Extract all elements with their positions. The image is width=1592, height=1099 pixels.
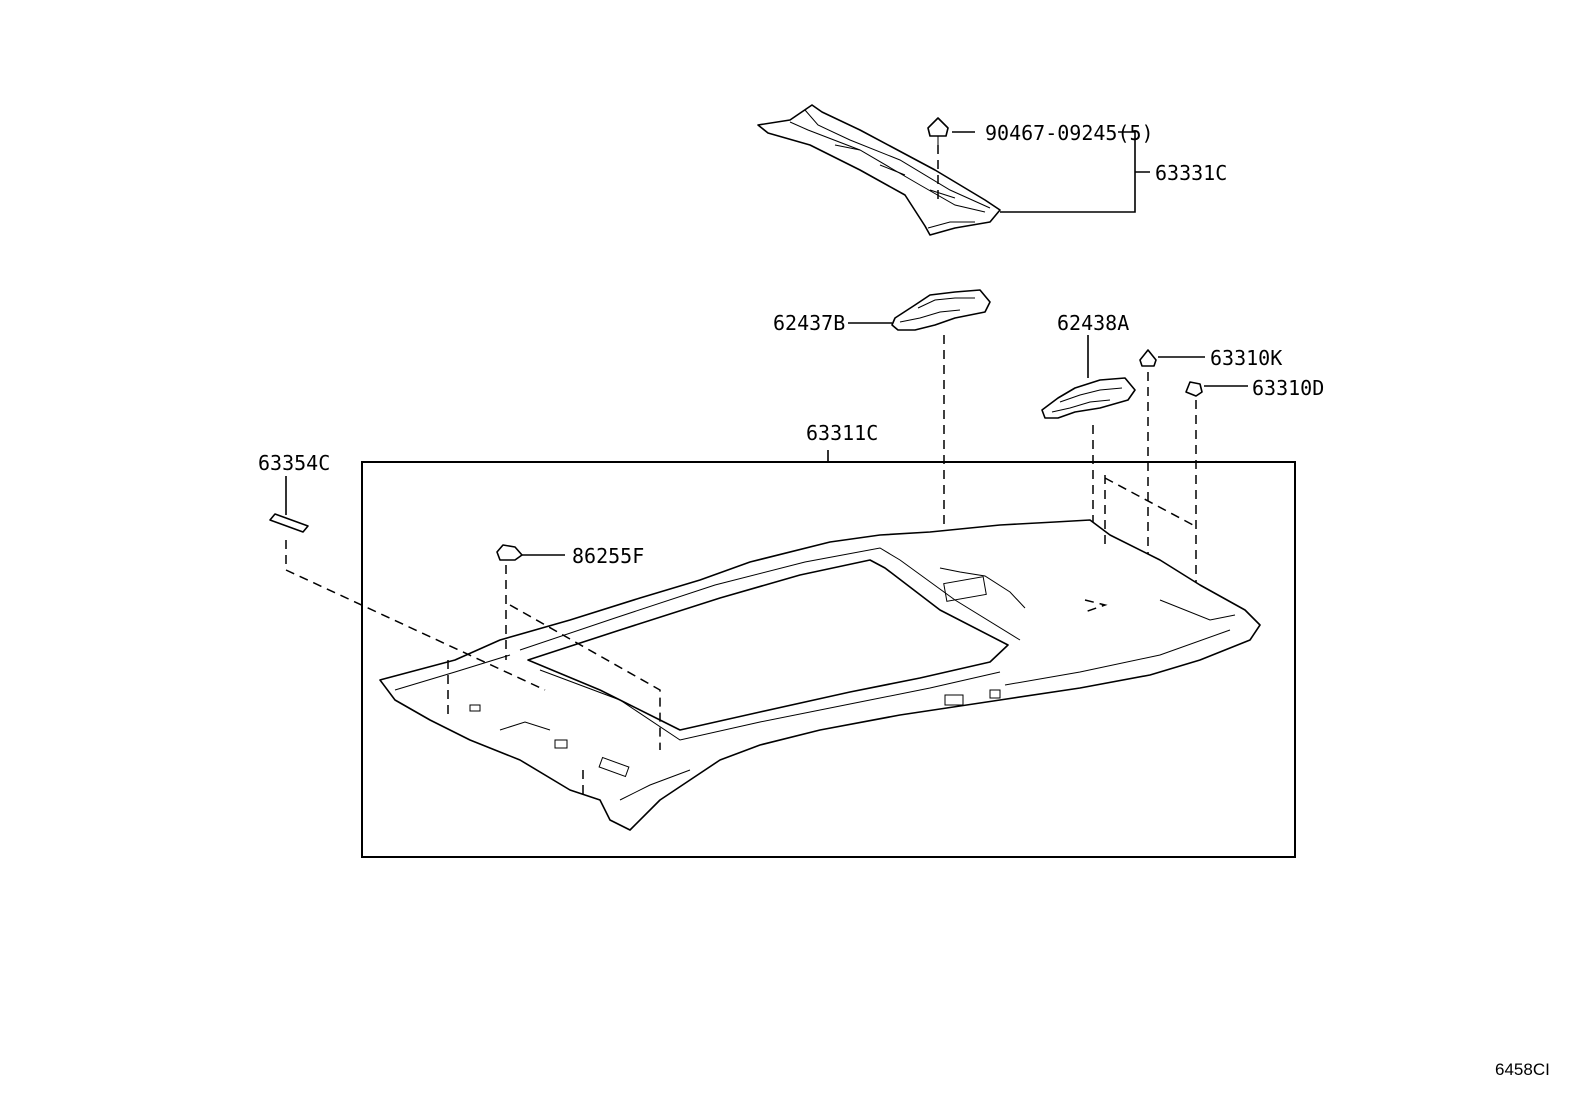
lamp-callout-label: 86255F: [572, 544, 644, 568]
headliner-dashed-guides: [447, 475, 1194, 800]
rear-bracket-callout-label: 62438A: [1057, 311, 1129, 335]
tape-drawing: [269, 513, 309, 533]
front-bracket-drawing: [891, 289, 991, 331]
clip-k-drawing: [1139, 349, 1157, 367]
drawing-code: 6458CI: [1495, 1060, 1550, 1079]
visor-trim-bracket-line: [1000, 131, 1150, 213]
lamp-drawing: [496, 544, 523, 561]
front-header-trim-drawing: [757, 104, 1001, 236]
clip-k-callout-label: 63310K: [1210, 346, 1282, 370]
rear-bracket-drawing: [1041, 377, 1136, 419]
front-bracket-callout-label: 62437B: [773, 311, 845, 335]
tape-callout-label: 63354C: [258, 451, 330, 475]
clip-d-drawing: [1185, 381, 1203, 397]
clip-bolt-drawing: [927, 117, 949, 145]
headliner-drawing: [379, 519, 1261, 831]
headliner-callout-label: 63311C: [806, 421, 878, 445]
clip-d-callout-label: 63310D: [1252, 376, 1324, 400]
bolt-callout-label: 90467-09245(5): [985, 121, 1154, 145]
front-header-trim-callout-label: 63331C: [1155, 161, 1227, 185]
tape-dashed-guide: [285, 540, 546, 691]
lamp-dashed-guide: [505, 565, 661, 750]
